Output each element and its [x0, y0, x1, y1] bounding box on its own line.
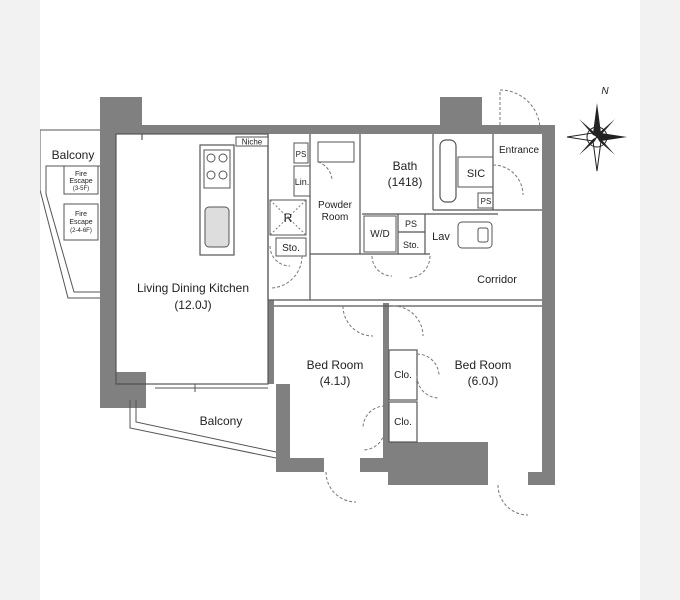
floor-plan-sheet: Niche R Sto. PS Lin. Powder Room Bath (1… [40, 0, 640, 600]
closet-top-label: Clo. [394, 370, 412, 381]
refrigerator-label: R [284, 211, 293, 225]
bath-label-2: (1418) [388, 175, 423, 189]
ps-mid-label: PS [405, 219, 417, 229]
bedroom-large-label-1: Bed Room [455, 358, 512, 372]
ps-entrance-box [477, 192, 494, 209]
door-storage-left [269, 245, 291, 267]
wall-bedroom-divider [383, 303, 389, 458]
fire-escape-upper-2: Escape [69, 178, 92, 185]
niche-label: Niche [242, 138, 263, 147]
door-wd [371, 255, 393, 277]
washer-dryer-box [363, 215, 397, 253]
ldk-outline [115, 133, 269, 385]
door-entrance-inner [492, 164, 524, 196]
powder-room-label-2: Room [322, 212, 349, 223]
sink-icon [204, 206, 230, 248]
door-entrance-outer [499, 89, 541, 131]
linen-box [293, 165, 311, 197]
balcony-top-label: Balcony [52, 148, 95, 162]
compass-north-label: N [601, 86, 609, 97]
door-bedroom-large [392, 305, 424, 337]
wall-south-a [276, 458, 324, 472]
fire-escape-lower-1: Fire [75, 211, 87, 218]
corridor-label: Corridor [477, 274, 517, 286]
door-lav [407, 255, 431, 279]
bedroom-small-label-2: (4.1J) [320, 374, 351, 388]
storage-left-box [275, 237, 307, 257]
door-balcony-large [497, 484, 529, 516]
fire-escape-lower-box [63, 203, 99, 241]
door-ldk [269, 255, 303, 289]
washbasin-icon [457, 221, 493, 249]
bath-label-1: Bath [393, 159, 418, 173]
compass-rose-icon [566, 103, 627, 172]
balcony-top-area [40, 129, 100, 299]
ps-top-label: PS [296, 150, 307, 159]
closet-bottom-box [388, 401, 418, 443]
floor-plan: Niche R Sto. PS Lin. Powder Room Bath (1… [40, 86, 627, 516]
door-bedroom-small [342, 305, 374, 337]
ldk-label-1: Living Dining Kitchen [137, 281, 249, 295]
toilet-icon [317, 141, 355, 163]
ps-entrance-label: PS [481, 197, 492, 206]
niche-box [235, 136, 269, 147]
closet-top-box [388, 349, 418, 401]
wall-east [542, 125, 555, 485]
kitchen-counter [199, 144, 235, 256]
fire-escape-lower-3: (2-4-6F) [70, 228, 92, 234]
linen-label: Lin. [295, 177, 310, 187]
bedroom-small-label-1: Bed Room [307, 358, 364, 372]
bathtub-icon [439, 139, 457, 203]
wall-center-south [276, 384, 290, 472]
balcony-bottom-area [129, 383, 277, 459]
ps-top-box [293, 142, 309, 164]
entrance-label: Entrance [499, 145, 539, 156]
door-closet-bottom-b [362, 427, 386, 451]
wall-west [100, 134, 116, 389]
fire-escape-lower-2: Escape [69, 219, 92, 226]
door-balcony-small [325, 471, 357, 503]
wall-east-foot [528, 472, 555, 485]
column-ne [440, 97, 482, 134]
ldk-label-2: (12.0J) [174, 298, 211, 312]
column-se [388, 442, 488, 485]
sic-label: SIC [467, 168, 485, 180]
powder-room-label-1: Powder [318, 200, 353, 211]
fire-escape-upper-1: Fire [75, 171, 87, 178]
wall-ldk-bedroom [268, 300, 274, 384]
bedroom-large-label-2: (6.0J) [468, 374, 499, 388]
column-sw [100, 372, 146, 408]
wd-label: W/D [370, 229, 389, 240]
door-swings [269, 89, 541, 516]
lav-label: Lav [432, 231, 450, 243]
door-closet-top-a [416, 353, 440, 377]
door-closet-top-b [416, 375, 440, 399]
storage-mid-label: Sto. [403, 240, 419, 250]
door-closet-bottom-a [362, 405, 386, 429]
walls [100, 97, 555, 485]
wall-north [100, 125, 555, 134]
closet-bottom-label: Clo. [394, 417, 412, 428]
stove-icon [203, 149, 231, 189]
fire-escape-upper-box [63, 165, 99, 195]
fire-escape-upper-3: (3-5F) [73, 186, 89, 192]
sic-box [457, 156, 494, 188]
door-powder [317, 161, 333, 181]
column-nw [100, 97, 142, 134]
wall-south-b [360, 458, 390, 472]
refrigerator-box [269, 199, 307, 236]
balcony-bottom-label: Balcony [200, 414, 243, 428]
storage-left-label: Sto. [282, 243, 300, 254]
